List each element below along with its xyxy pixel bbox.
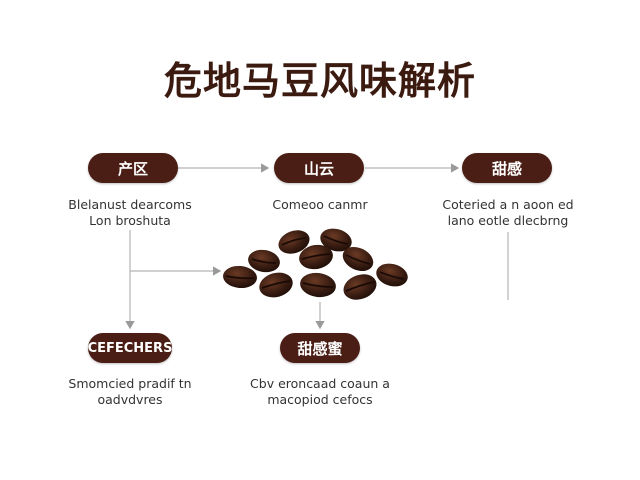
node-cefec-desc-line: Smomcied pradif tn [68,376,192,391]
node-origin-desc: Blelanust dearcoms Lon broshuta [40,197,220,229]
node-sweet2-label: 甜感蜜 [297,339,343,358]
coffee-bean-icon [248,249,280,273]
node-cefec-label: CEFECHERS [87,340,173,356]
node-sweet-desc-line: Coteried a n aoon ed [442,197,574,212]
node-sweet-desc-line: lano eotle dlecbrng [447,213,569,228]
node-mountain: 山云 [274,153,364,183]
node-origin-desc-line: Lon broshuta [89,213,171,228]
coffee-beans-image [223,228,408,300]
node-sweet: 甜感 [462,153,552,183]
page-title: 危地马豆风味解析 [163,59,476,103]
coffee-bean-icon [259,272,293,298]
coffee-bean-icon [278,230,310,254]
node-sweet-desc: Coteried a n aoon ed lano eotle dlecbrng [418,197,598,229]
node-cefec-desc-line: oadvdvres [97,392,163,407]
node-origin-desc-line: Blelanust dearcoms [68,197,192,212]
node-mountain-label: 山云 [303,159,334,178]
coffee-bean-icon [342,246,374,272]
node-cefec: CEFECHERS [88,333,172,363]
coffee-bean-icon [376,263,408,287]
node-sweet2-desc: Cbv eroncaad coaun a macopiod cefocs [225,376,415,408]
coffee-bean-icon [300,272,336,298]
node-origin-label: 产区 [117,159,148,178]
node-sweet2: 甜感蜜 [280,333,360,363]
coffee-bean-icon [299,244,333,270]
node-origin: 产区 [88,153,178,183]
coffee-bean-icon [223,265,257,289]
node-sweet2-desc-line: Cbv eroncaad coaun a [250,376,390,391]
node-sweet-label: 甜感 [491,159,522,178]
node-sweet2-desc-line: macopiod cefocs [267,392,373,407]
coffee-bean-icon [343,274,377,300]
node-cefec-desc: Smomcied pradif tn oadvdvres [40,376,220,408]
coffee-bean-icon [320,228,352,252]
node-mountain-desc: Comeoo canmr [230,197,410,213]
node-mountain-desc-line: Comeoo canmr [272,197,368,212]
